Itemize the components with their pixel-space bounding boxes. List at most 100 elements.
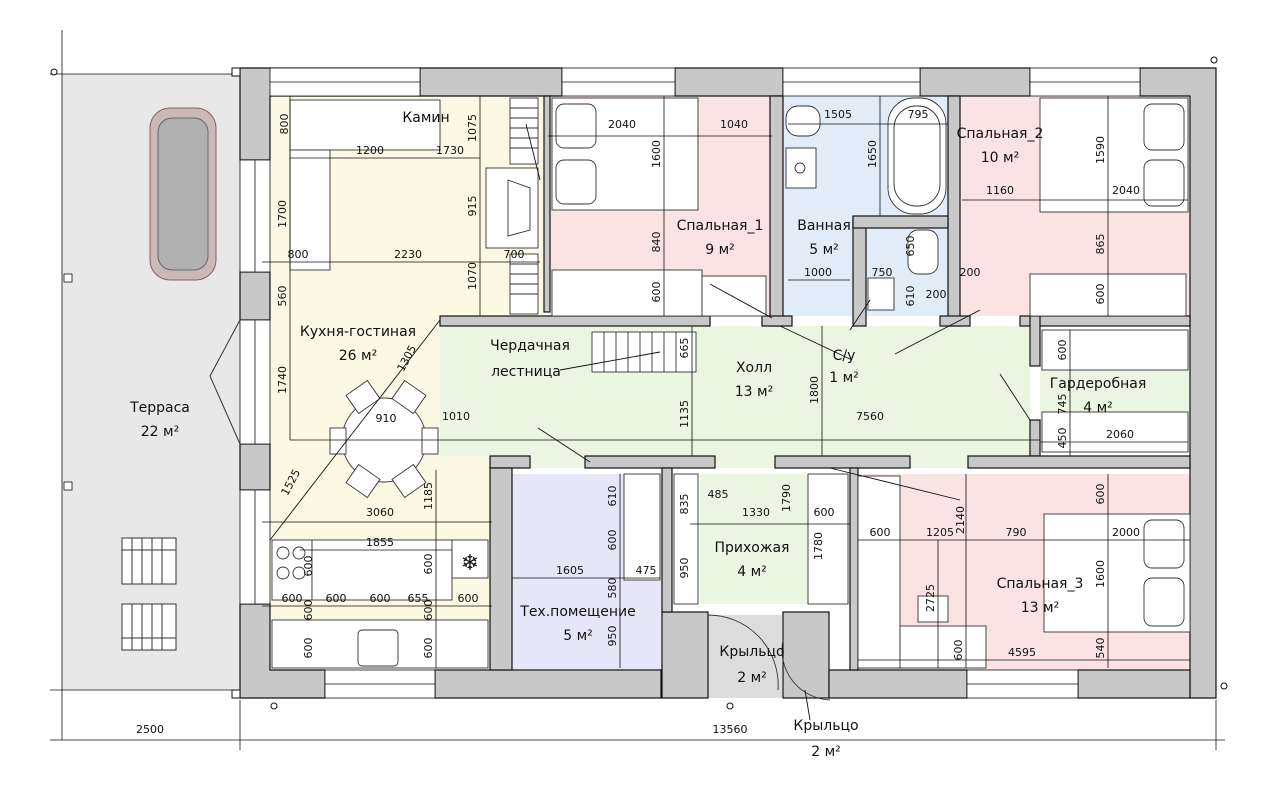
wardrobe-name: Гардеробная [1050, 376, 1147, 392]
bed1-area: 9 м² [705, 242, 735, 258]
dim-b2-865: 865 [1094, 234, 1107, 255]
attic-stairs-icon [591, 331, 697, 373]
inner-wall-hall-top-4 [1019, 315, 1191, 327]
dim-k600i: 600 [302, 638, 315, 659]
hall-area: 13 м² [735, 384, 773, 400]
dim-k1010: 1010 [442, 410, 470, 423]
leader-lines [269, 123, 1031, 721]
dim-ba-795: 795 [908, 108, 929, 121]
wardrobe-shelf-top [1041, 329, 1189, 371]
dim-k800b: 800 [288, 248, 309, 261]
dim-k1700: 1700 [276, 200, 289, 228]
dim-b1-2040: 2040 [608, 118, 636, 131]
dim-k560: 560 [276, 286, 289, 307]
bed2-area: 10 м² [981, 150, 1019, 166]
dim-w-600: 600 [1056, 340, 1069, 361]
bed3-area: 13 м² [1021, 600, 1059, 616]
inner-wall-kitchen-tech [489, 467, 513, 671]
dim-w-2060: 2060 [1106, 428, 1134, 441]
inner-wall-hall-top-2 [761, 315, 793, 327]
dim-wc-650: 650 [904, 236, 917, 257]
outer-wall-bottom-2 [661, 611, 709, 699]
dim-total-width: 13560 [713, 723, 748, 736]
inner-wall-hall-bottom-4 [967, 455, 1191, 469]
furniture: ❄ [271, 97, 1191, 701]
dim-t-610: 610 [606, 486, 619, 507]
bath-name: Ванная [797, 218, 851, 234]
dim-e-950: 950 [678, 558, 691, 579]
dim-k1070: 1070 [466, 262, 479, 290]
dim-b3-1600: 1600 [1094, 560, 1107, 588]
inner-wall-hall-bottom-2 [584, 455, 716, 469]
room-labels: Терраса 22 м² Кухня-гостиная 26 м² Спаль… [129, 110, 1146, 760]
dim-ba-1650: 1650 [866, 140, 879, 168]
outer-wall-top-4 [919, 67, 1031, 97]
tech-equipment [623, 473, 661, 581]
dim-k800: 800 [278, 114, 291, 135]
terrace [50, 30, 241, 740]
dim-k1740: 1740 [276, 366, 289, 394]
fridge-icon: ❄ [461, 551, 479, 576]
dim-e-1790: 1790 [780, 484, 793, 512]
inner-wall-hall-bottom-3 [774, 455, 911, 469]
dim-k600a: 600 [282, 592, 303, 605]
entry-name: Прихожая [715, 540, 790, 556]
dim-ba-1000: 1000 [804, 266, 832, 279]
dim-k600d: 600 [302, 556, 315, 577]
dim-b3-540: 540 [1094, 638, 1107, 659]
bed1-name: Спальная_1 [677, 218, 764, 234]
dim-k600b: 600 [326, 592, 347, 605]
dim-wc-200b: 200 [960, 266, 981, 279]
dim-terrace-width: 2500 [136, 723, 164, 736]
dim-e-1330: 1330 [742, 506, 770, 519]
dim-k1855: 1855 [366, 536, 394, 549]
dim-b2-1160: 1160 [986, 184, 1014, 197]
dim-b1-840: 840 [650, 232, 663, 253]
dim-k600f: 600 [422, 554, 435, 575]
kitchen-area: 26 м² [339, 348, 377, 364]
terrace-name: Терраса [129, 400, 190, 416]
inner-wall-wc-left [852, 217, 867, 327]
dim-k1200: 1200 [356, 144, 384, 157]
dimension-lines [50, 96, 1225, 750]
terrace-plant [149, 107, 217, 281]
dim-k915: 915 [466, 196, 479, 217]
terrace-chair-1 [121, 537, 177, 585]
dim-b3-4595: 4595 [1008, 646, 1036, 659]
dim-t-950: 950 [606, 626, 619, 647]
dim-k600e: 600 [458, 592, 479, 605]
dim-k700: 700 [504, 248, 525, 261]
dim-b1-1600: 1600 [650, 140, 663, 168]
dim-b3-600b: 600 [1094, 484, 1107, 505]
inner-wall-tech-entry [661, 467, 673, 613]
porch-outer-area: 2 м² [811, 744, 841, 760]
dim-e-1780: 1780 [812, 532, 825, 560]
tech-area: 5 м² [563, 628, 593, 644]
dim-b3-2000: 2000 [1112, 526, 1140, 539]
corner-markers [50, 56, 1228, 710]
dim-b3-600: 600 [870, 526, 891, 539]
bed2-bed-icon [1029, 97, 1189, 317]
inner-wall-wc-top [852, 215, 949, 229]
inner-wall-kitchen-bed1 [543, 95, 551, 313]
fireplace-icon [485, 97, 539, 315]
dim-k1185: 1185 [422, 482, 435, 510]
dim-t-1605: 1605 [556, 564, 584, 577]
dim-k1730: 1730 [436, 144, 464, 157]
dim-w-450: 450 [1056, 428, 1069, 449]
inner-wall-hall-top-3 [939, 315, 971, 327]
entry-door-swing [707, 614, 779, 691]
dim-h-7560: 7560 [856, 410, 884, 423]
sofa-top [289, 99, 441, 151]
dim-t-475: 475 [636, 564, 657, 577]
dim-b3-2725: 2725 [924, 584, 937, 612]
inner-wall-wardrobe-left [1029, 315, 1041, 367]
inner-wall-entry-bed3 [849, 467, 859, 671]
kitchen-name: Кухня-гостиная [300, 324, 416, 340]
dim-k910: 910 [376, 412, 397, 425]
bath-area: 5 м² [809, 242, 839, 258]
porch-inner-name: Крыльцо [719, 644, 784, 660]
dim-t-580: 580 [606, 578, 619, 599]
attic-stairs-label-2: лестница [491, 364, 561, 380]
toilet-icon [867, 229, 939, 311]
